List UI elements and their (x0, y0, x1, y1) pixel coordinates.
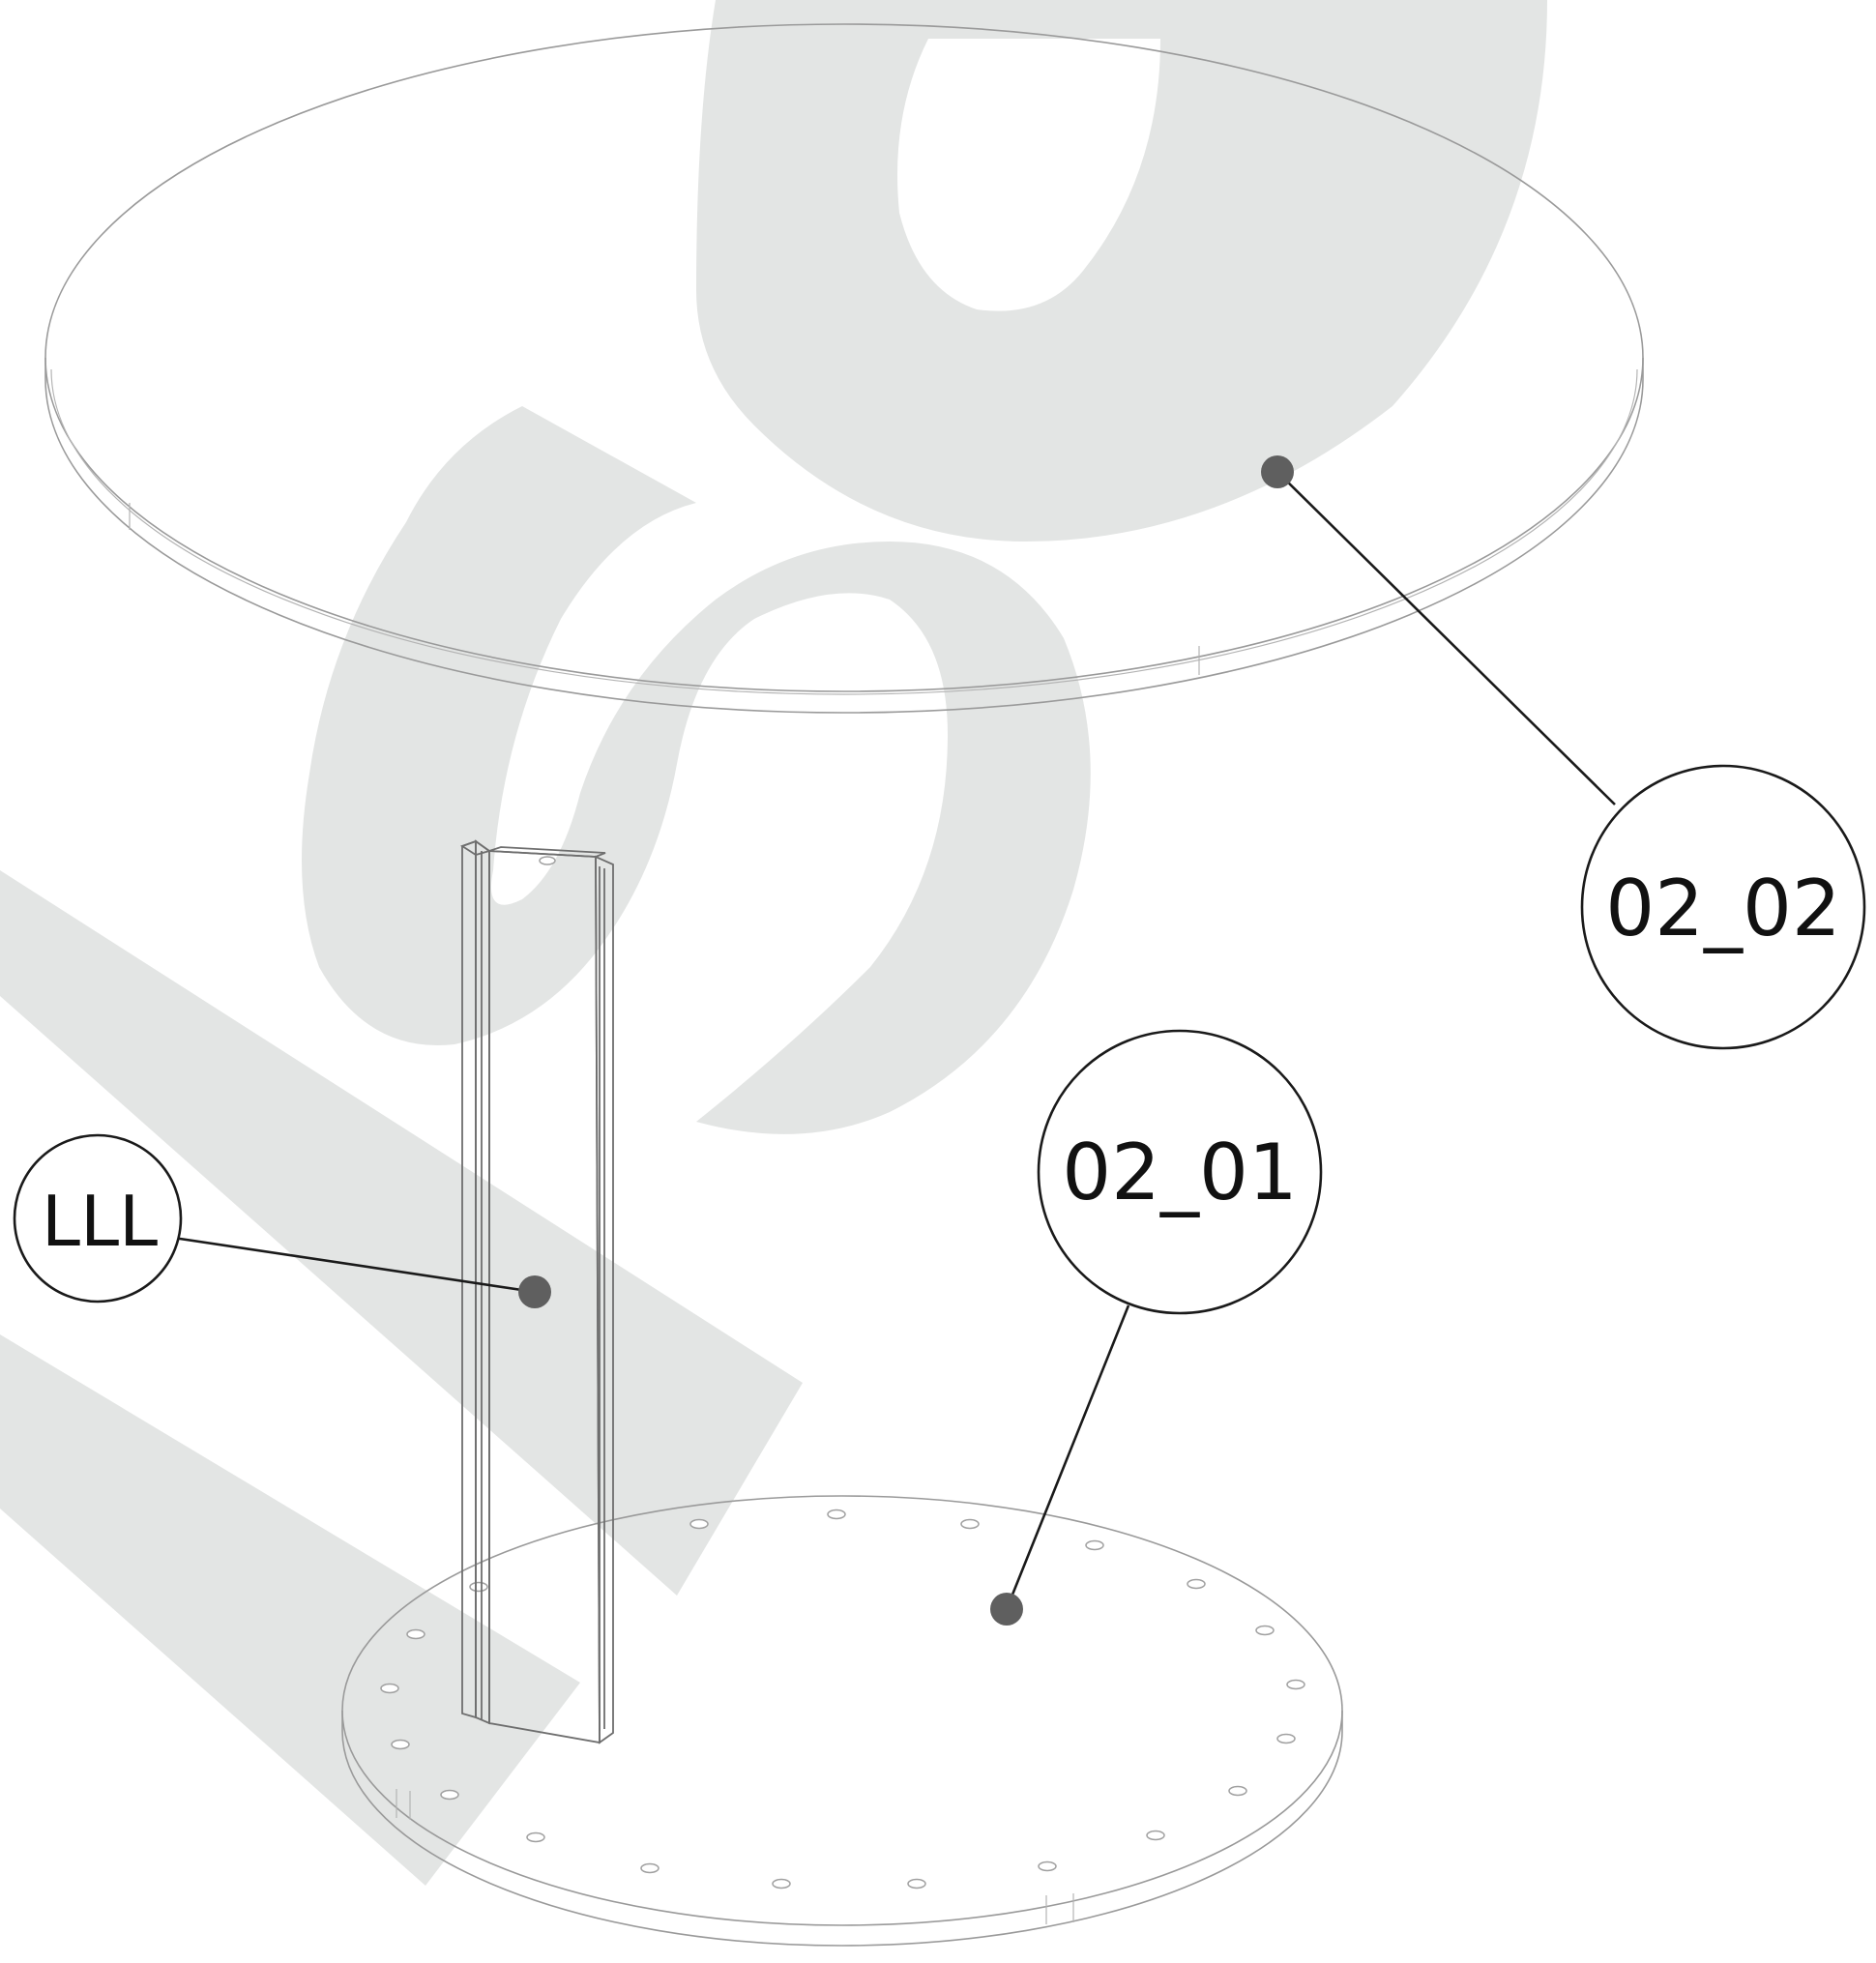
callout-post: LLL (13, 1133, 551, 1308)
watermark-stripe-2 (0, 1334, 580, 1886)
anchor-dot-lll (518, 1275, 551, 1308)
watermark (0, 0, 1547, 1886)
callout-bubble-02-01 (1037, 1029, 1323, 1315)
callout-base-disc: 02_01 (990, 1029, 1323, 1626)
watermark-stripe-1 (0, 870, 803, 1596)
watermark-s-middle (302, 406, 1091, 1134)
bolt-hole-ring (380, 1509, 1305, 1890)
leader-line-lll (140, 1231, 536, 1294)
anchor-dot-02-01 (990, 1593, 1023, 1626)
watermark-s-upper (696, 0, 1547, 542)
callout-bubble-lll (13, 1133, 183, 1304)
top-disc (44, 23, 1644, 714)
callout-label-02-01: 02_01 (1062, 1128, 1298, 1217)
anchor-dot-02-02 (1261, 455, 1294, 488)
leader-line-02-01 (1005, 1304, 1130, 1610)
leader-line-02-02 (1276, 471, 1616, 806)
base-disc (341, 1495, 1343, 1947)
callout-top-disc: 02_02 (1261, 455, 1866, 1050)
callout-label-02-02: 02_02 (1605, 864, 1841, 953)
callout-label-lll: LLL (42, 1181, 158, 1262)
callout-bubble-02-02 (1580, 764, 1866, 1050)
